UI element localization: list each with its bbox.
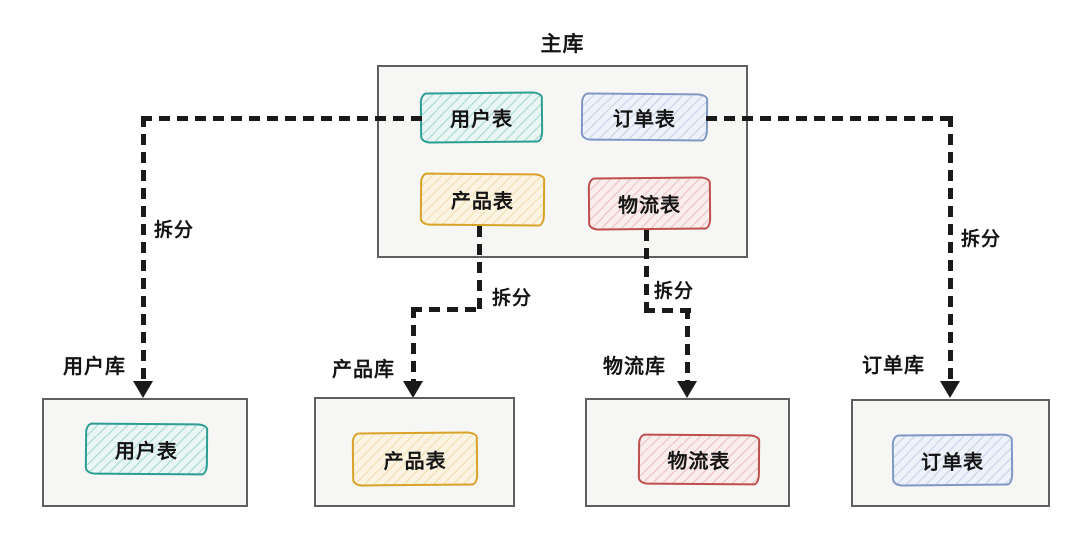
split-label-product: 拆分 [492,287,533,309]
split-arrow-product-vertical-1 [477,226,482,312]
table-node-main-user: 用户表 [419,91,544,144]
split-arrow-order-horizontal [706,116,953,121]
db-label-user: 用户库 [63,354,126,378]
split-arrow-product-horizontal [411,307,481,312]
db-label-logistics: 物流库 [603,354,666,378]
split-label-order: 拆分 [961,228,1002,250]
split-arrow-user-vertical [141,116,146,381]
split-arrow-logistics-vertical-1 [644,230,649,312]
db-label-order: 订单库 [862,353,925,377]
db-label-product: 产品库 [332,357,395,381]
arrow-down-icon-product [403,381,423,398]
arrow-down-icon-order [940,381,960,398]
table-node-shard-product: 产品表 [351,431,479,487]
table-node-shard-order: 订单表 [891,433,1014,487]
split-arrow-product-vertical-2 [411,307,416,381]
table-node-shard-logistics: 物流表 [637,433,761,486]
table-node-shard-user: 用户表 [84,422,209,476]
table-node-main-order: 订单表 [580,92,709,142]
split-label-user: 拆分 [154,219,195,241]
split-arrow-logistics-vertical-2 [685,308,690,381]
split-arrow-logistics-horizontal [644,308,691,313]
split-arrow-user-horizontal [141,116,422,121]
table-node-main-product: 产品表 [419,172,546,227]
main-db-label: 主库 [540,32,585,56]
table-node-main-logistics: 物流表 [587,176,712,231]
split-label-logistics: 拆分 [654,280,695,302]
split-arrow-order-vertical [948,116,953,381]
arrow-down-icon-logistics [677,381,697,398]
arrow-down-icon-user [133,381,153,398]
